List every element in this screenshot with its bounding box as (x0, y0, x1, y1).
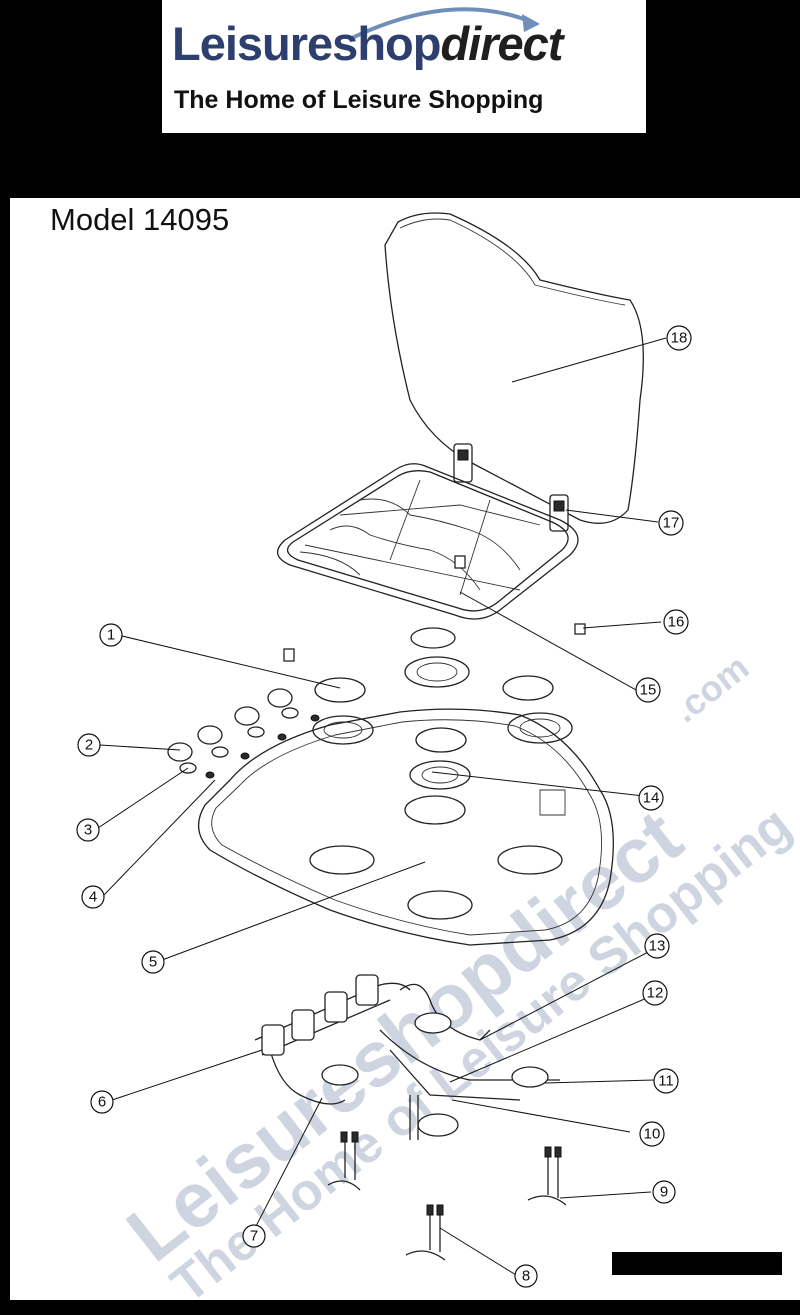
callout-18: 18 (666, 325, 692, 351)
svg-text:1: 1 (107, 627, 115, 644)
corner-bar (612, 1252, 782, 1275)
svg-text:7: 7 (250, 1228, 258, 1245)
callout-12: 12 (642, 980, 668, 1006)
callout-15: 15 (635, 677, 661, 703)
brand-main: Leisureshop (172, 17, 441, 70)
svg-text:16: 16 (668, 614, 685, 631)
diagram-panel: Leisureshopdirect The Home of Leisure Sh… (10, 198, 800, 1314)
callout-8: 8 (514, 1264, 538, 1288)
svg-text:13: 13 (649, 938, 666, 955)
svg-text:5: 5 (149, 954, 157, 971)
pan-support (277, 463, 579, 620)
burner-caps (312, 627, 573, 825)
control-knobs (167, 688, 320, 779)
svg-text:6: 6 (98, 1094, 106, 1111)
callout-16: 16 (663, 609, 689, 635)
svg-text:11: 11 (658, 1073, 674, 1090)
gas-valves (254, 974, 560, 1137)
svg-text:8: 8 (522, 1268, 530, 1285)
callout-5: 5 (141, 950, 165, 974)
callout-1: 1 (99, 623, 123, 647)
model-title: Model 14095 (50, 202, 230, 237)
nut-16 (574, 623, 586, 635)
svg-text:14: 14 (643, 790, 660, 807)
thermocouples (327, 1095, 567, 1261)
svg-text:4: 4 (89, 889, 97, 906)
brand-wordmark: Leisureshopdirect (172, 16, 563, 71)
callout-10: 10 (639, 1121, 665, 1147)
brand-accent: direct (440, 17, 563, 70)
brand-logo: Leisureshopdirect The Home of Leisure Sh… (162, 0, 646, 133)
svg-text:15: 15 (640, 682, 657, 699)
brand-tagline: The Home of Leisure Shopping (174, 86, 544, 114)
callout-7: 7 (242, 1224, 266, 1248)
svg-text:3: 3 (84, 822, 92, 839)
callout-3: 3 (76, 818, 100, 842)
nut-small (283, 648, 295, 662)
callout-13: 13 (644, 933, 670, 959)
callout-4: 4 (81, 885, 105, 909)
svg-text:12: 12 (647, 985, 664, 1002)
svg-text:17: 17 (663, 515, 680, 532)
svg-text:10: 10 (644, 1126, 661, 1143)
exploded-view: 1 2 3 4 5 6 7 8 9 10 11 12 13 14 15 16 1… (76, 212, 692, 1288)
svg-text:2: 2 (85, 737, 93, 754)
logo-swoosh-icon (351, 7, 540, 40)
leader-lines (97, 337, 667, 1276)
svg-text:9: 9 (660, 1184, 668, 1201)
callout-14: 14 (638, 785, 664, 811)
callout-17: 17 (658, 510, 684, 536)
glass-lid (384, 212, 644, 524)
callout-11: 11 (653, 1068, 679, 1094)
hob-tray (198, 708, 614, 946)
callout-2: 2 (77, 733, 101, 757)
callout-9: 9 (652, 1180, 676, 1204)
svg-text:18: 18 (671, 330, 688, 347)
callout-6: 6 (90, 1090, 114, 1114)
